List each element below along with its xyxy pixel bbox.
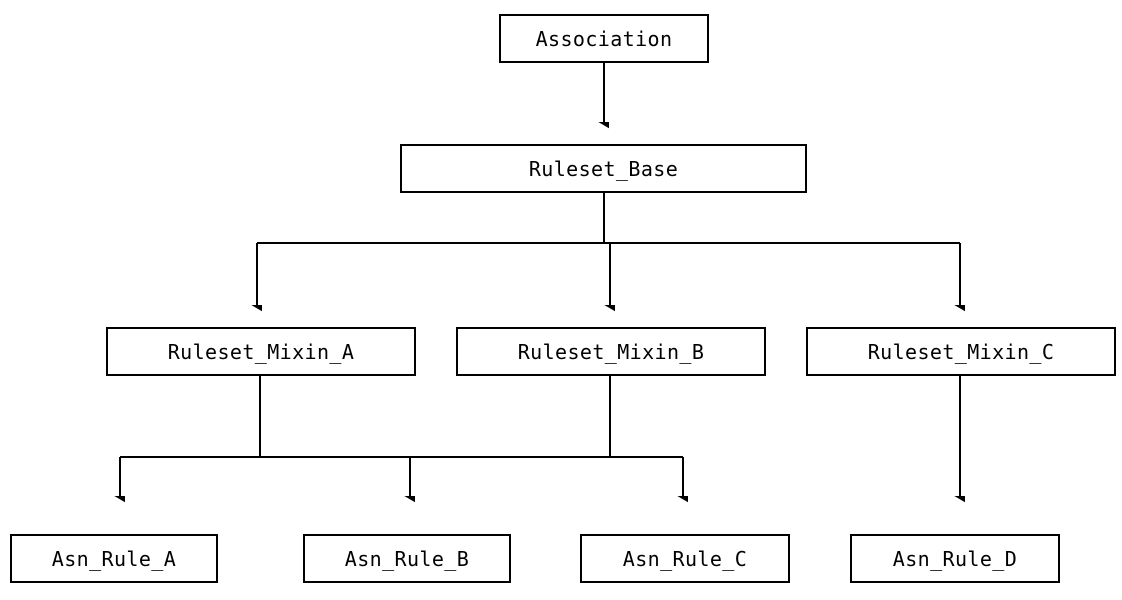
node-label: Ruleset_Base (528, 156, 679, 181)
node-label: Asn_Rule_D (892, 546, 1018, 571)
node-label: Asn_Rule_B (344, 546, 470, 571)
node-asn-rule-c[interactable]: Asn_Rule_C (580, 534, 790, 583)
node-asn-rule-b[interactable]: Asn_Rule_B (303, 534, 511, 583)
node-label: Asn_Rule_A (51, 546, 177, 571)
node-ruleset-mixin-a[interactable]: Ruleset_Mixin_A (106, 327, 416, 376)
node-label: Ruleset_Mixin_B (517, 339, 705, 364)
node-asn-rule-d[interactable]: Asn_Rule_D (850, 534, 1060, 583)
node-label: Ruleset_Mixin_C (867, 339, 1055, 364)
node-ruleset-mixin-b[interactable]: Ruleset_Mixin_B (456, 327, 766, 376)
node-label: Association (535, 26, 673, 51)
node-label: Ruleset_Mixin_A (167, 339, 355, 364)
node-asn-rule-a[interactable]: Asn_Rule_A (10, 534, 218, 583)
node-label: Asn_Rule_C (622, 546, 748, 571)
node-ruleset-mixin-c[interactable]: Ruleset_Mixin_C (806, 327, 1116, 376)
node-association[interactable]: Association (499, 14, 709, 63)
node-ruleset-base[interactable]: Ruleset_Base (400, 144, 807, 193)
